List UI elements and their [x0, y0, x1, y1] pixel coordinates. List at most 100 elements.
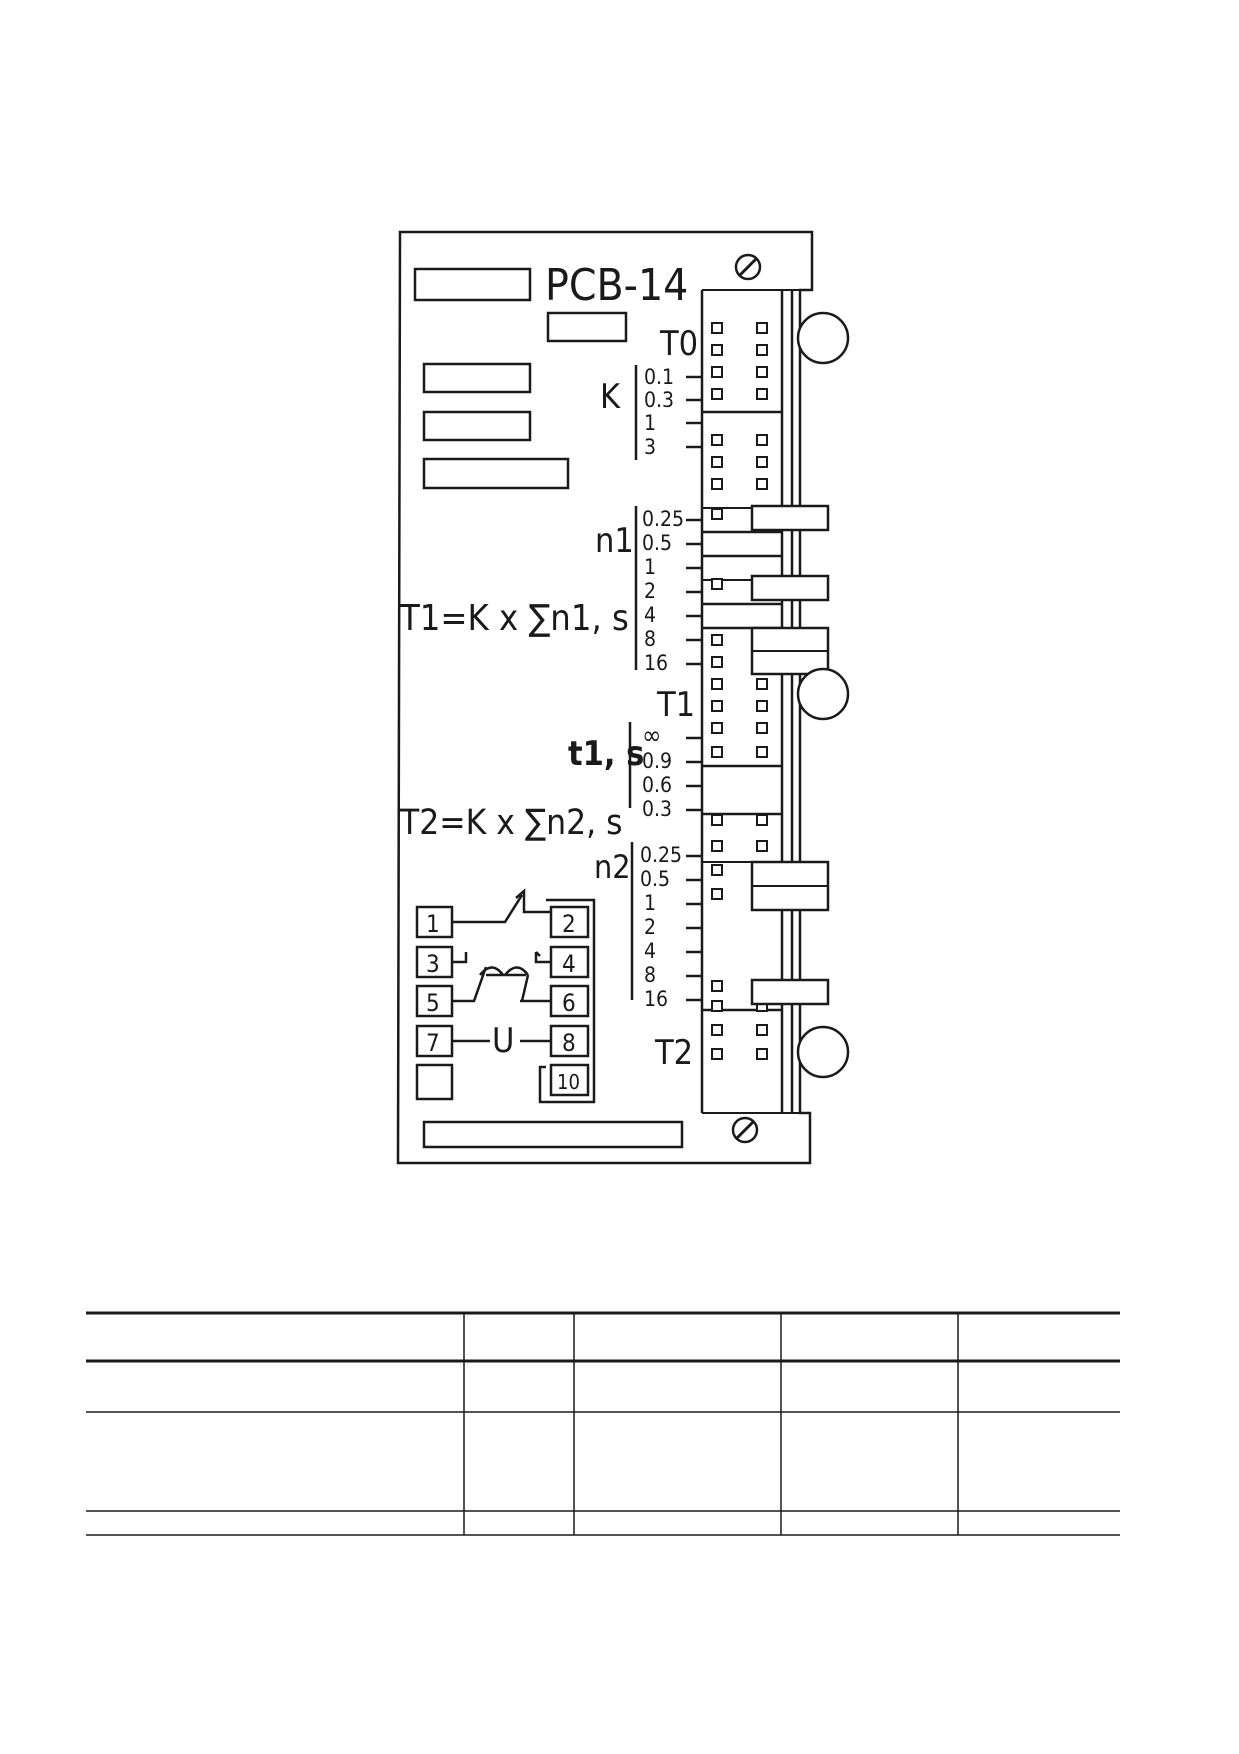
switch-position-squares	[711, 322, 768, 1060]
switch-lever	[750, 574, 830, 602]
switch-square-icon	[711, 722, 723, 734]
switch-square-icon	[711, 656, 723, 668]
n1-value: 2	[644, 579, 656, 603]
switch-square-icon	[711, 578, 723, 590]
n1-value: 8	[644, 627, 656, 651]
switch-square-icon	[711, 634, 723, 646]
scale-tick-lines	[686, 375, 702, 1002]
switch-square-icon	[756, 478, 768, 490]
switch-square-icon	[711, 888, 723, 900]
t1-group-label: T1	[656, 685, 695, 725]
t1-knob-icon	[796, 667, 850, 721]
n2-value: 4	[644, 939, 656, 963]
switch-square-icon	[711, 700, 723, 712]
n2-value: 2	[644, 915, 656, 939]
t1s-values: ∞ 0.9 0.6 0.3	[642, 721, 672, 821]
bottom-screw-icon	[731, 1116, 759, 1144]
t2-group-label: T2	[654, 1033, 693, 1073]
t0-label: T0	[659, 324, 698, 364]
switch-square-icon	[756, 840, 768, 852]
terminal-label: 4	[562, 950, 576, 978]
terminal-block: 1 3 5 7 2 4 6 8 10 U	[415, 888, 596, 1104]
t1s-value: 0.6	[642, 773, 672, 797]
t1s-label: t1, s	[568, 734, 644, 774]
t0-knob-icon	[796, 311, 850, 365]
voltage-input-label: U	[492, 1021, 514, 1061]
t1s-value: ∞	[642, 721, 662, 751]
switch-square-icon	[756, 746, 768, 758]
n1-value: 4	[644, 603, 656, 627]
scale-brackets	[628, 365, 638, 1000]
switch-square-icon	[711, 840, 723, 852]
switch-square-icon	[711, 508, 723, 520]
switch-square-icon	[711, 322, 723, 334]
switch-square-icon	[756, 366, 768, 378]
n2-value: 0.5	[640, 867, 670, 891]
switch-levers	[750, 504, 830, 1006]
switch-square-icon	[756, 678, 768, 690]
terminal-label: 10	[557, 1070, 580, 1094]
switch-square-icon	[756, 1048, 768, 1060]
t1s-value: 0.3	[642, 797, 672, 821]
k-label: K	[600, 377, 621, 417]
top-screw-icon	[734, 253, 762, 281]
terminal-label: 2	[562, 910, 576, 938]
k-value: 1	[644, 411, 656, 435]
model-title: PCB-14	[545, 260, 688, 311]
switch-square-icon	[711, 388, 723, 400]
switch-square-icon	[756, 322, 768, 334]
n1-value: 16	[644, 651, 668, 675]
terminal-label: 3	[426, 950, 440, 978]
switch-square-icon	[711, 434, 723, 446]
switch-square-icon	[756, 814, 768, 826]
switch-square-icon	[756, 1024, 768, 1036]
switch-square-icon	[756, 722, 768, 734]
switch-square-icon	[711, 678, 723, 690]
switch-square-icon	[711, 366, 723, 378]
switch-square-icon	[711, 478, 723, 490]
terminal-label: 5	[426, 989, 440, 1017]
label-plates	[413, 267, 684, 1149]
switch-square-icon	[711, 1024, 723, 1036]
t2-knob-icon	[796, 1025, 850, 1079]
n2-value: 16	[644, 987, 668, 1011]
t1s-value: 0.9	[642, 749, 672, 773]
n2-value: 1	[644, 891, 656, 915]
terminal-label: 1	[426, 910, 440, 938]
k-values: 0.1 0.3 1 3	[644, 365, 674, 459]
switch-square-icon	[711, 814, 723, 826]
switch-square-icon	[756, 700, 768, 712]
t2-formula: T2=K x ∑n2, s	[399, 803, 623, 843]
n1-value: 0.5	[642, 531, 672, 555]
value-scales: 0.1 0.3 1 3 0.25 0.5 1 2 4 8 16 ∞ 0.9 0.…	[640, 365, 702, 1011]
switch-square-icon	[756, 456, 768, 468]
switch-square-icon	[711, 1000, 723, 1012]
terminal-label: 7	[426, 1029, 440, 1057]
switch-square-icon	[711, 864, 723, 876]
k-value: 0.3	[644, 388, 674, 412]
table-grid	[86, 1311, 1120, 1536]
n1-value: 1	[644, 555, 656, 579]
switch-square-icon	[711, 344, 723, 356]
n1-label: n1	[595, 521, 634, 561]
terminal-label: 8	[562, 1029, 576, 1057]
switch-square-icon	[711, 980, 723, 992]
n2-values: 0.25 0.5 1 2 4 8 16	[640, 843, 682, 1011]
terminal-label: 6	[562, 989, 576, 1017]
potentiometer-knobs	[796, 311, 850, 1079]
switch-square-icon	[711, 456, 723, 468]
switch-square-icon	[711, 746, 723, 758]
switch-lever	[750, 504, 830, 532]
switch-square-icon	[756, 344, 768, 356]
k-value: 3	[644, 435, 656, 459]
n1-value: 0.25	[642, 507, 684, 531]
switch-square-icon	[756, 388, 768, 400]
n1-values: 0.25 0.5 1 2 4 8 16	[642, 507, 684, 675]
n2-value: 0.25	[640, 843, 682, 867]
switch-square-icon	[756, 434, 768, 446]
n2-label: n2	[594, 848, 631, 886]
switch-square-icon	[711, 1048, 723, 1060]
n2-value: 8	[644, 963, 656, 987]
t1-formula: T1=K x ∑n1, s	[399, 598, 629, 639]
